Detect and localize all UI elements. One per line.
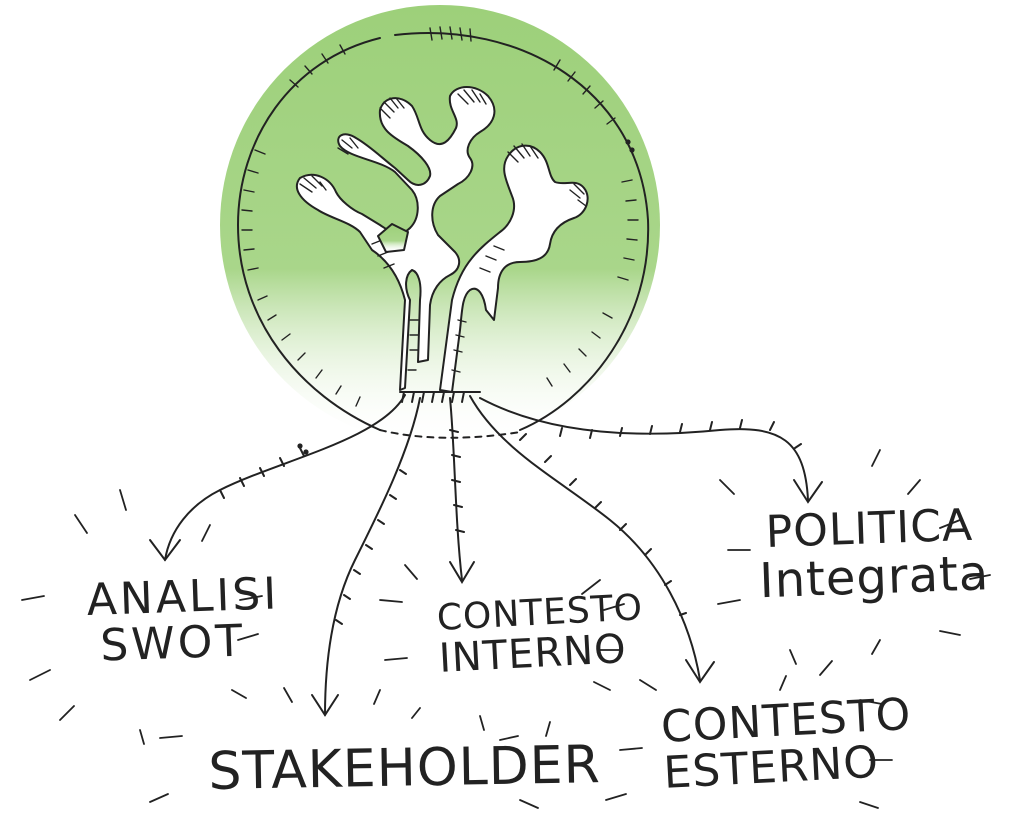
label-stakeholder: STAKEHOLDER bbox=[207, 735, 602, 802]
label-interno-line2: INTERNO bbox=[437, 625, 628, 682]
green-circle bbox=[220, 5, 660, 445]
root-arrows bbox=[149, 391, 823, 717]
arrow-stakeholder bbox=[324, 397, 421, 716]
arrow-analisi bbox=[164, 394, 406, 561]
label-analisi-line1: ANALISI bbox=[85, 568, 281, 626]
label-stakeholder-line1: STAKEHOLDER bbox=[207, 735, 602, 802]
label-analisi-line2: SWOT bbox=[99, 615, 247, 672]
tree-icon bbox=[295, 86, 589, 393]
label-analisi-swot: ANALISI SWOT bbox=[85, 568, 282, 672]
circle-outline bbox=[236, 26, 650, 455]
arrow-politica bbox=[479, 397, 809, 501]
label-politica-integrata: POLITICA Integrata bbox=[759, 500, 991, 610]
arrow-interno bbox=[449, 397, 463, 581]
label-politica-line2: Integrata bbox=[758, 545, 991, 610]
label-contesto-interno: CONTESTO INTERNO bbox=[436, 587, 646, 682]
sketch-strokes bbox=[21, 449, 991, 809]
arrow-esterno bbox=[469, 395, 701, 681]
label-contesto-esterno: CONTESTO ESTERNO bbox=[660, 689, 915, 799]
